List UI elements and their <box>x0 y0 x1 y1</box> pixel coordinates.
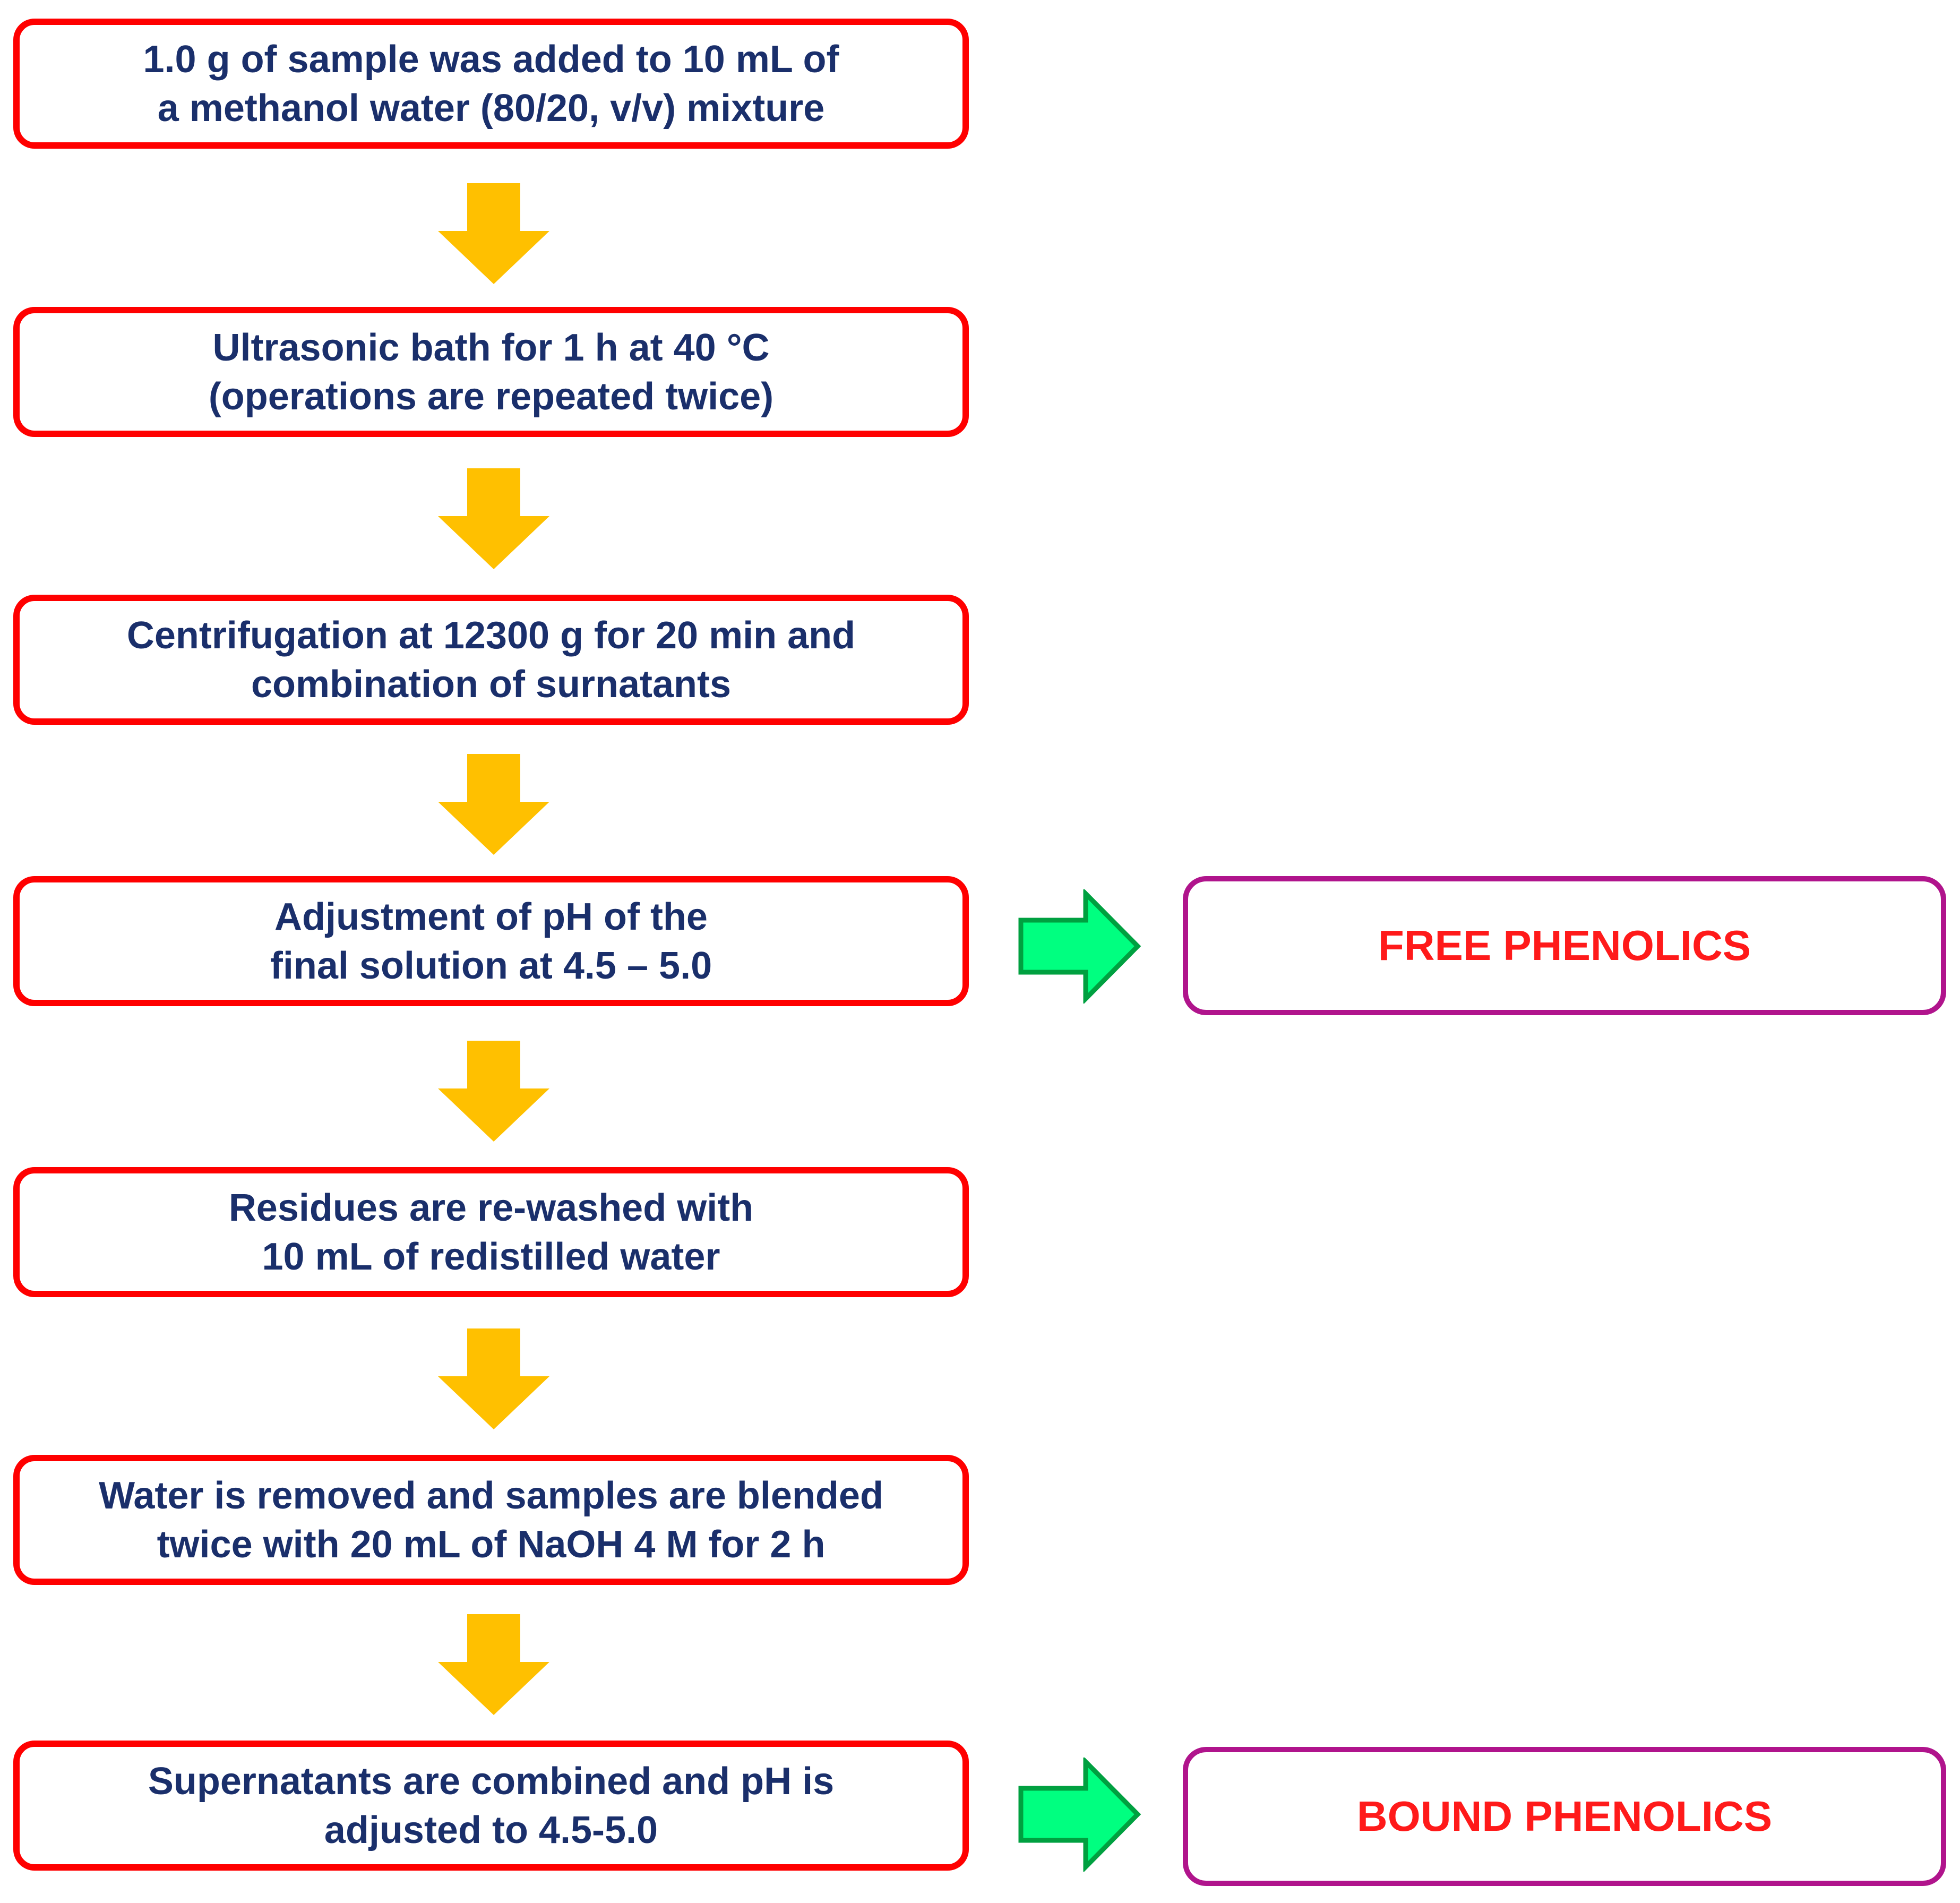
bound-phenolics-box: BOUND PHENOLICS <box>1183 1747 1946 1886</box>
step-6-text: Water is removed and samples are blended… <box>99 1474 883 1566</box>
step-5-box: Residues are re-washed with 10 mL of red… <box>13 1167 969 1297</box>
step-7-box: Supernatants are combined and pH is adju… <box>13 1741 969 1871</box>
right-arrow-icon <box>1018 1758 1141 1872</box>
right-arrow-icon <box>1018 889 1141 1004</box>
step-2-box: Ultrasonic bath for 1 h at 40 °C (operat… <box>13 307 969 437</box>
down-arrow-icon <box>438 1041 549 1142</box>
step-4-text: Adjustment of pH of the final solution a… <box>270 895 712 987</box>
bound-phenolics-label: BOUND PHENOLICS <box>1356 1793 1773 1840</box>
down-arrow-icon <box>438 468 549 569</box>
down-arrow-icon <box>438 183 549 284</box>
step-3-text: Centrifugation at 12300 g for 20 min and… <box>126 614 856 706</box>
step-1-text: 1.0 g of sample was added to 10 mL of a … <box>143 38 839 130</box>
step-1-box: 1.0 g of sample was added to 10 mL of a … <box>13 19 969 149</box>
step-7-text: Supernatants are combined and pH is adju… <box>148 1760 835 1851</box>
down-arrow-icon <box>438 1328 549 1429</box>
step-5-text: Residues are re-washed with 10 mL of red… <box>228 1186 754 1278</box>
step-6-box: Water is removed and samples are blended… <box>13 1455 969 1585</box>
free-phenolics-label: FREE PHENOLICS <box>1378 922 1751 969</box>
down-arrow-icon <box>438 1614 549 1715</box>
down-arrow-icon <box>438 754 549 855</box>
free-phenolics-box: FREE PHENOLICS <box>1183 876 1946 1015</box>
step-4-box: Adjustment of pH of the final solution a… <box>13 876 969 1006</box>
step-3-box: Centrifugation at 12300 g for 20 min and… <box>13 595 969 725</box>
step-2-text: Ultrasonic bath for 1 h at 40 °C (operat… <box>208 326 774 418</box>
